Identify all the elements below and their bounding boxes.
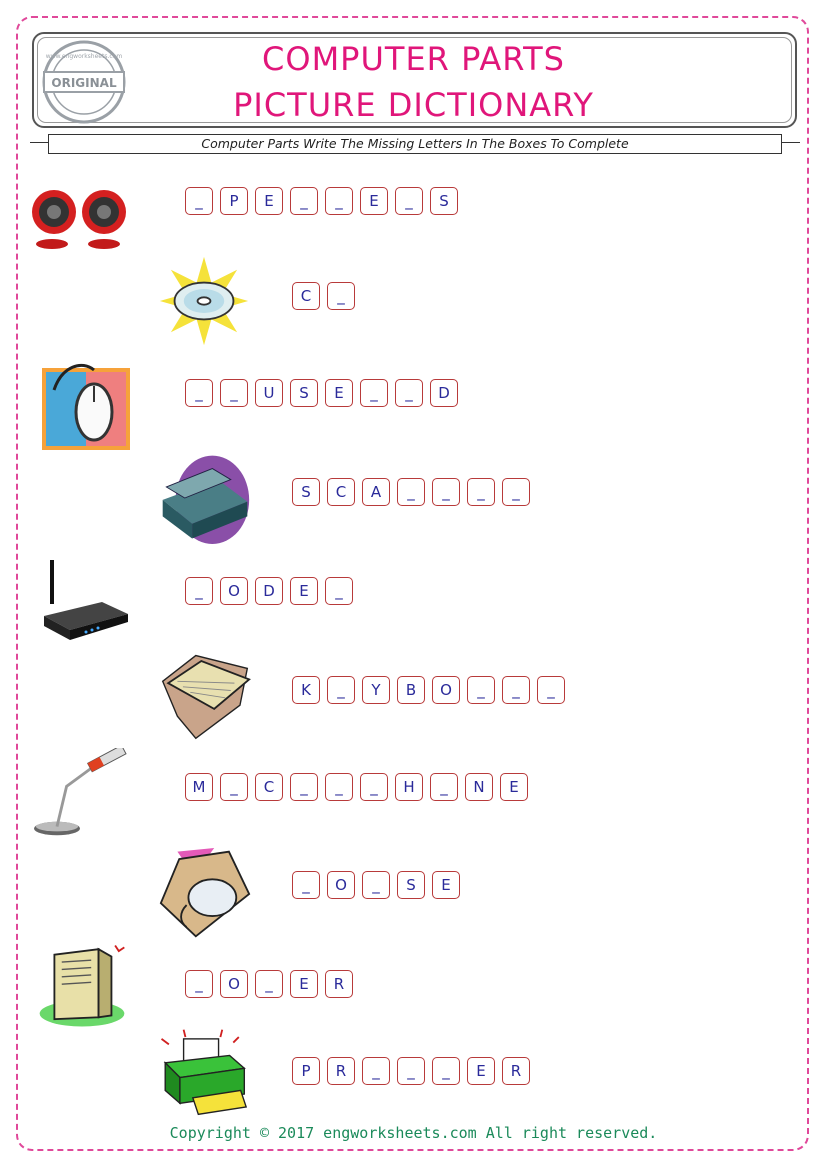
- page-title-line1: COMPUTER PARTS: [262, 40, 565, 78]
- letter-box: P: [292, 1057, 320, 1085]
- mouse-pad-icon: [159, 848, 251, 938]
- stamp-label: ORIGINAL: [51, 76, 117, 90]
- blank-letter-box[interactable]: _: [502, 478, 530, 506]
- letter-box: C: [292, 282, 320, 310]
- letter-box: R: [502, 1057, 530, 1085]
- letter-box: E: [325, 379, 353, 407]
- microphone-icon: [34, 748, 127, 836]
- blank-letter-box[interactable]: _: [185, 577, 213, 605]
- blank-letter-box[interactable]: _: [360, 379, 388, 407]
- letter-box: M: [185, 773, 213, 801]
- letter-box: S: [397, 871, 425, 899]
- page-border: [16, 16, 809, 1151]
- letter-box: S: [430, 187, 458, 215]
- letter-box: E: [290, 970, 318, 998]
- blank-letter-box[interactable]: _: [432, 478, 460, 506]
- copyright-footer: Copyright © 2017 engworksheets.com All r…: [169, 1124, 658, 1142]
- keyboard-icon: [161, 654, 251, 740]
- printer-icon: [160, 1029, 248, 1116]
- blank-letter-box[interactable]: _: [255, 970, 283, 998]
- blank-letter-box[interactable]: _: [325, 577, 353, 605]
- blank-letter-box[interactable]: _: [397, 478, 425, 506]
- letter-box: N: [465, 773, 493, 801]
- speakers-icon: [32, 190, 126, 249]
- blank-letter-box[interactable]: _: [327, 676, 355, 704]
- letter-box: O: [220, 577, 248, 605]
- letter-box: C: [255, 773, 283, 801]
- letter-box: R: [325, 970, 353, 998]
- letter-box: H: [395, 773, 423, 801]
- blank-letter-box[interactable]: _: [432, 1057, 460, 1085]
- blank-letter-box[interactable]: _: [185, 970, 213, 998]
- letter-box: E: [467, 1057, 495, 1085]
- blank-letter-box[interactable]: _: [325, 773, 353, 801]
- letter-box: E: [500, 773, 528, 801]
- instruction-text: Computer Parts Write The Missing Letters…: [48, 134, 782, 154]
- blank-letter-box[interactable]: _: [502, 676, 530, 704]
- blank-letter-box[interactable]: _: [290, 187, 318, 215]
- letter-box: R: [327, 1057, 355, 1085]
- blank-letter-box[interactable]: _: [327, 282, 355, 310]
- blank-letter-box[interactable]: _: [220, 379, 248, 407]
- blank-letter-box[interactable]: _: [395, 379, 423, 407]
- blank-letter-box[interactable]: _: [360, 773, 388, 801]
- blank-letter-box[interactable]: _: [292, 871, 320, 899]
- letter-box: E: [360, 187, 388, 215]
- letter-box: O: [432, 676, 460, 704]
- blank-letter-box[interactable]: _: [397, 1057, 425, 1085]
- blank-letter-box[interactable]: _: [290, 773, 318, 801]
- blank-letter-box[interactable]: _: [467, 676, 495, 704]
- blank-letter-box[interactable]: _: [325, 187, 353, 215]
- letter-box: U: [255, 379, 283, 407]
- letter-box: C: [327, 478, 355, 506]
- letter-box: A: [362, 478, 390, 506]
- letter-box: D: [255, 577, 283, 605]
- letter-box: D: [430, 379, 458, 407]
- letter-boxes-row-2: C_: [292, 282, 355, 310]
- blank-letter-box[interactable]: _: [430, 773, 458, 801]
- blank-letter-box[interactable]: _: [185, 379, 213, 407]
- computer-tower-icon: [39, 945, 125, 1027]
- page-title-line2: PICTURE DICTIONARY: [233, 86, 594, 124]
- letter-box: Y: [362, 676, 390, 704]
- letter-box: E: [255, 187, 283, 215]
- original-stamp-icon: ORIGINAL www.engworksheets.com: [42, 40, 126, 124]
- letter-box: O: [327, 871, 355, 899]
- letter-box: E: [290, 577, 318, 605]
- blank-letter-box[interactable]: _: [467, 478, 495, 506]
- letter-box: P: [220, 187, 248, 215]
- mouse-icon: [42, 364, 130, 450]
- stamp-ring-text: www.engworksheets.com: [46, 53, 123, 60]
- letter-box: S: [292, 478, 320, 506]
- modem-icon: [44, 560, 128, 640]
- blank-letter-box[interactable]: _: [537, 676, 565, 704]
- cd-icon: [159, 256, 249, 346]
- letter-box: E: [432, 871, 460, 899]
- scanner-icon: [162, 455, 250, 544]
- blank-letter-box[interactable]: _: [395, 187, 423, 215]
- letter-box: B: [397, 676, 425, 704]
- blank-letter-box[interactable]: _: [220, 773, 248, 801]
- letter-box: K: [292, 676, 320, 704]
- header-box: [32, 32, 797, 128]
- blank-letter-box[interactable]: _: [362, 1057, 390, 1085]
- blank-letter-box[interactable]: _: [185, 187, 213, 215]
- letter-box: O: [220, 970, 248, 998]
- blank-letter-box[interactable]: _: [362, 871, 390, 899]
- letter-box: S: [290, 379, 318, 407]
